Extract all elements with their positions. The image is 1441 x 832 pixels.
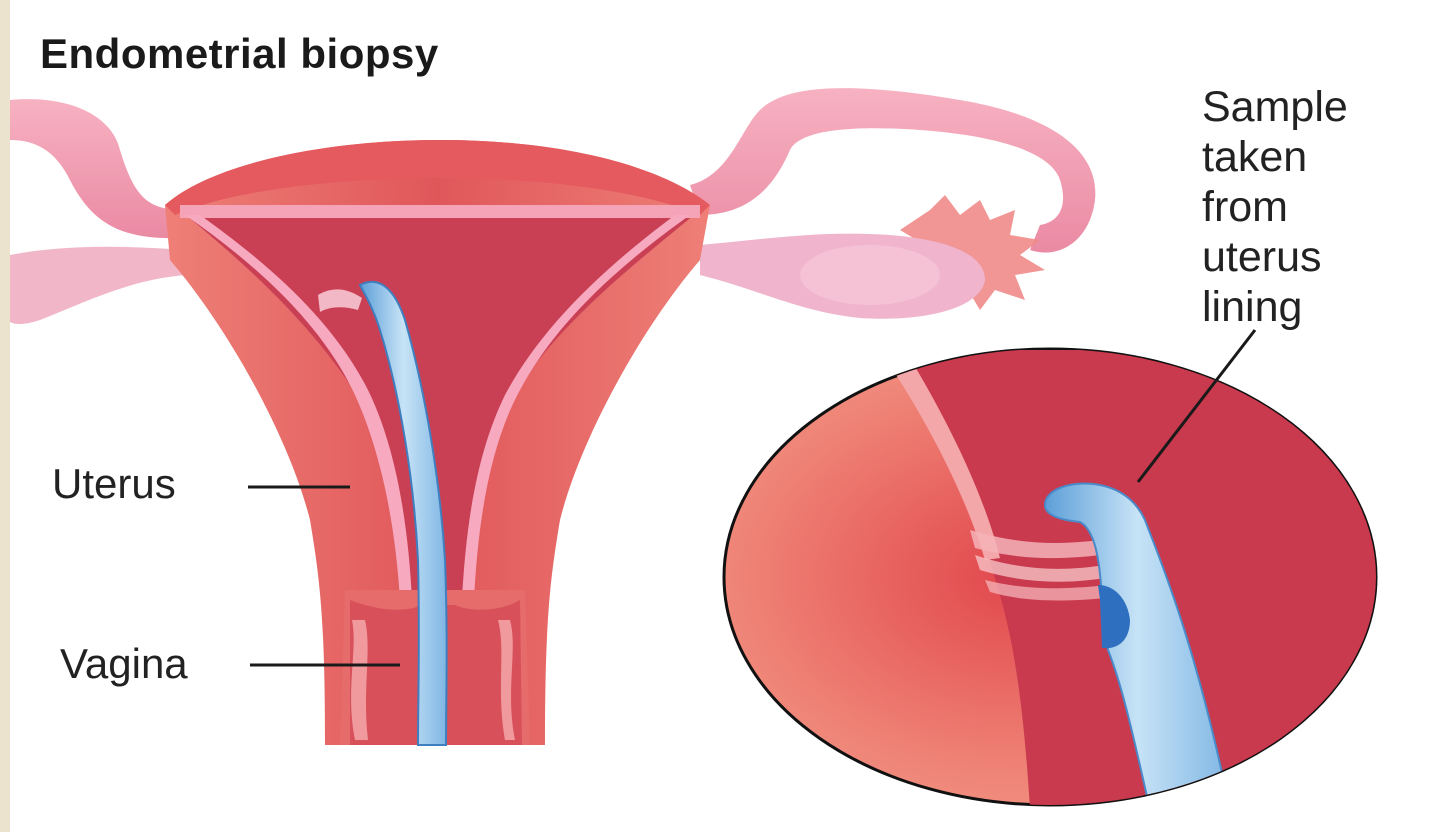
sample-label-line: taken xyxy=(1202,132,1348,182)
diagram-title: Endometrial biopsy xyxy=(40,30,439,78)
sample-label-line: from xyxy=(1202,182,1348,232)
sample-label: Sample taken from uterus lining xyxy=(1202,82,1348,332)
left-ovary xyxy=(10,247,185,324)
left-fallopian-tube xyxy=(10,99,185,238)
right-ovary xyxy=(700,234,985,319)
sample-label-line: lining xyxy=(1202,282,1348,332)
sample-label-line: uterus xyxy=(1202,232,1348,282)
uterus-label: Uterus xyxy=(52,460,176,508)
vagina-label: Vagina xyxy=(60,640,188,688)
magnified-view xyxy=(724,349,1380,810)
sample-label-line: Sample xyxy=(1202,82,1348,132)
right-fallopian-tube xyxy=(690,88,1095,252)
